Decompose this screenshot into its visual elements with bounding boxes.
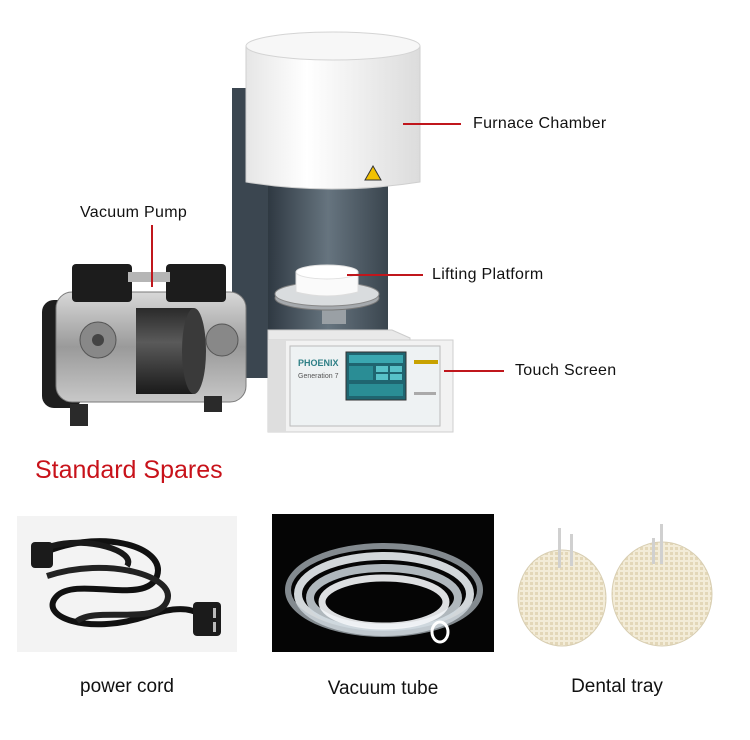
- front-panel: PHOENIX Generation 7: [289, 345, 441, 427]
- standard-spares-heading: Standard Spares: [35, 456, 223, 484]
- furnace-chamber: [245, 31, 421, 190]
- vacuum-pump-label: Vacuum Pump: [80, 204, 188, 221]
- brand-label: PHOENIX: [298, 358, 339, 368]
- warning-icon: [364, 164, 382, 181]
- furnace-chamber-label: Furnace Chamber: [473, 115, 607, 132]
- lifting-platform-callout-line: [347, 274, 423, 276]
- power-cord-image: [17, 516, 237, 652]
- furnace-product-illustration: PHOENIX Generation 7: [42, 31, 504, 433]
- touch-screen-callout-line: [444, 370, 504, 372]
- vacuum-tube-label: Vacuum tube: [327, 678, 439, 699]
- lifting-platform-label: Lifting Platform: [432, 266, 544, 283]
- vacuum-pump-callout-line: [151, 225, 153, 287]
- dental-tray-image: [514, 516, 720, 648]
- touch-screen-label: Touch Screen: [515, 362, 617, 379]
- vacuum-tube-image: [272, 514, 494, 652]
- dental-tray-label: Dental tray: [571, 676, 663, 697]
- model-label: Generation 7: [298, 373, 339, 380]
- vacuum-pump: [42, 264, 247, 426]
- power-cord-label: power cord: [80, 676, 174, 697]
- furnace-chamber-callout-line: [403, 123, 461, 125]
- lifting-platform: [274, 264, 380, 324]
